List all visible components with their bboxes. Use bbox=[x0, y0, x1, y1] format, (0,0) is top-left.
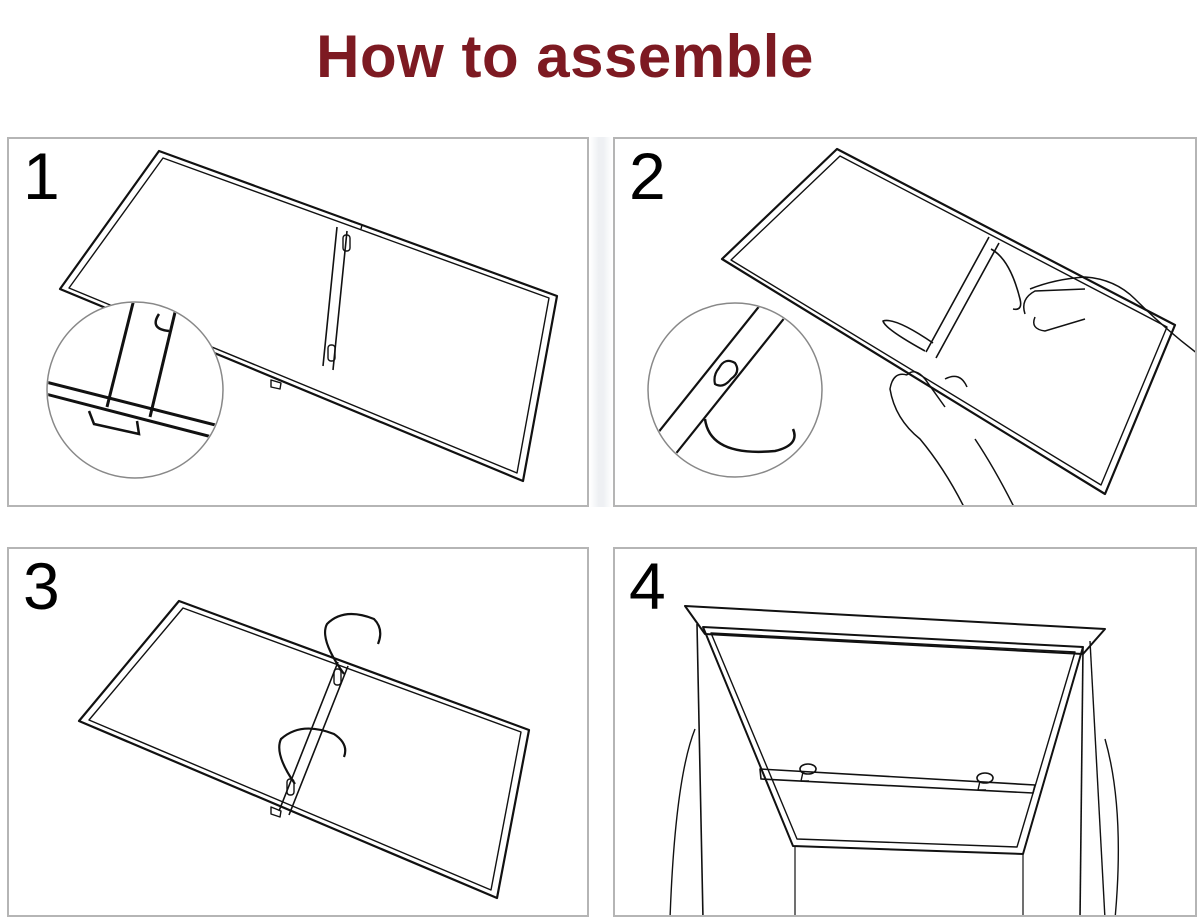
step-3-panel: 3 bbox=[7, 547, 589, 917]
step-1-illustration bbox=[46, 149, 559, 483]
step-3-illustration bbox=[77, 599, 531, 900]
step-1-detail-circle bbox=[46, 301, 224, 479]
step-2-detail-circle bbox=[647, 302, 823, 478]
step-1-panel: 1 bbox=[7, 137, 589, 507]
step-4-number: 4 bbox=[629, 549, 666, 623]
step-4-panel: 4 bbox=[613, 547, 1197, 917]
page-title: How to assemble bbox=[316, 23, 814, 90]
step-1-number: 1 bbox=[23, 139, 60, 213]
step-3-number: 3 bbox=[23, 549, 60, 623]
step-2-hands bbox=[889, 276, 1195, 505]
step-2-number: 2 bbox=[629, 139, 666, 213]
panel-gap bbox=[590, 137, 612, 507]
step-4-illustration bbox=[669, 605, 1120, 915]
step-2-illustration bbox=[647, 147, 1195, 505]
step-2-panel: 2 bbox=[613, 137, 1197, 507]
